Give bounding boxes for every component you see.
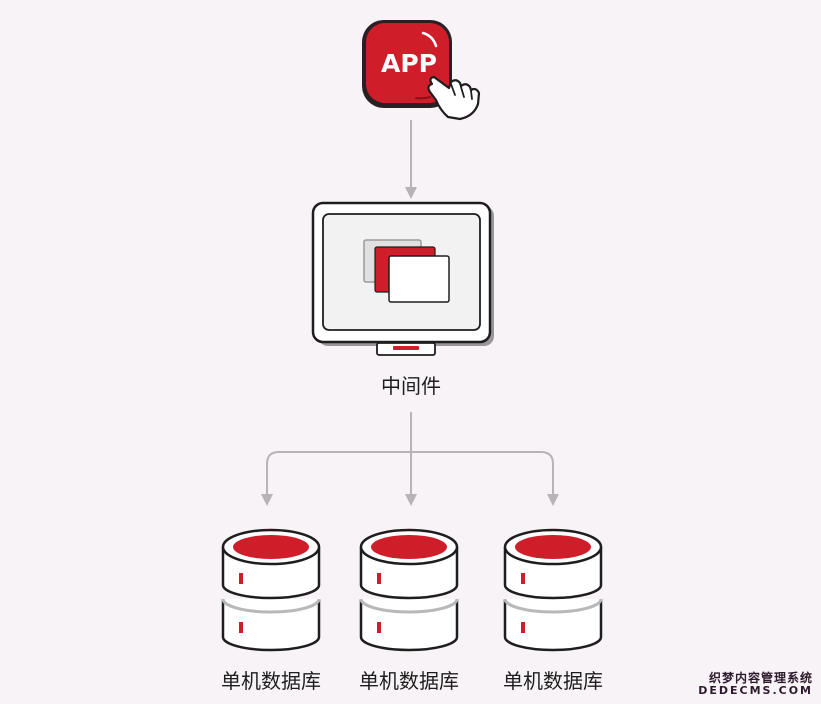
database-label: 单机数据库 (221, 669, 321, 693)
watermark-title: 织梦内容管理系统 (708, 670, 813, 685)
watermark-domain: DEDECMS.COM (698, 684, 813, 698)
app-label: APP (381, 49, 437, 78)
database-icon (503, 528, 603, 652)
middleware-label: 中间件 (381, 374, 441, 398)
hand-pointer-icon (427, 75, 481, 121)
monitor-icon (311, 201, 494, 356)
database-label: 单机数据库 (503, 669, 603, 693)
database-label: 单机数据库 (359, 669, 459, 693)
connector-middleware-to-databases (261, 412, 559, 506)
database-icon (359, 528, 459, 652)
database-icon (221, 528, 321, 652)
watermark: 织梦内容管理系统 DEDECMS.COM (698, 670, 813, 698)
